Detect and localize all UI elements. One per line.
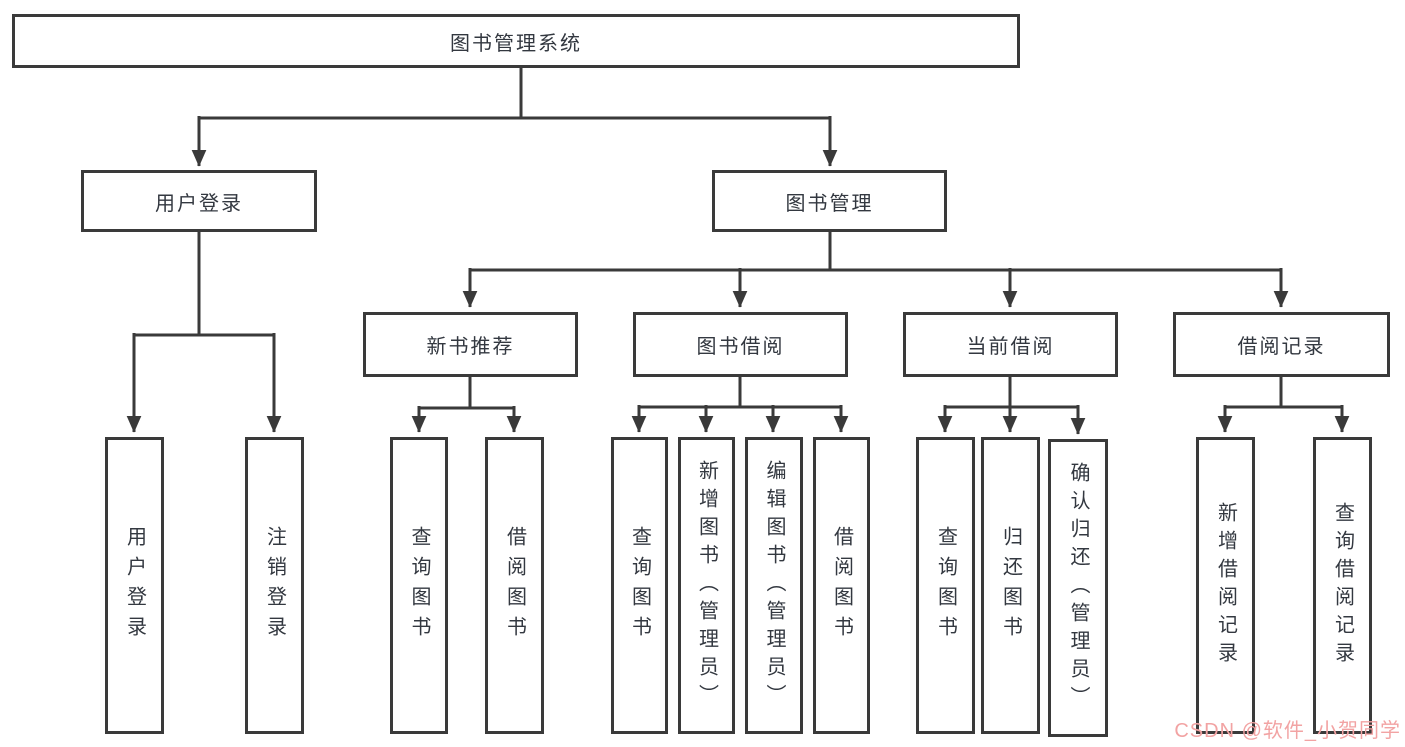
node-label: 图书管理系统 bbox=[450, 32, 582, 55]
node-label: 新增图书（管理员） bbox=[695, 459, 718, 712]
node-library-management-system: 图书管理系统 bbox=[12, 14, 1020, 68]
node-label: 归还图书 bbox=[999, 525, 1022, 646]
node-label: 新增借阅记录 bbox=[1214, 501, 1237, 670]
connector-root-to-level2 bbox=[191, 66, 838, 167]
leaf-add-book-admin: 新增图书（管理员） bbox=[678, 437, 735, 734]
node-book-management: 图书管理 bbox=[712, 170, 947, 232]
node-label: 用户登录 bbox=[155, 192, 243, 215]
node-label: 当前借阅 bbox=[966, 336, 1055, 358]
connector-borrow-records-children bbox=[1217, 376, 1350, 433]
leaf-query-borrow-record: 查询借阅记录 bbox=[1313, 437, 1372, 734]
node-label: 借阅图书 bbox=[830, 525, 853, 646]
node-label: 查询图书 bbox=[934, 525, 957, 646]
node-label: 注销登录 bbox=[263, 525, 286, 646]
leaf-user-login: 用户登录 bbox=[105, 437, 164, 734]
node-borrow-records: 借阅记录 bbox=[1173, 312, 1390, 377]
leaf-query-book-2: 查询图书 bbox=[611, 437, 668, 734]
leaf-return-book: 归还图书 bbox=[981, 437, 1040, 734]
node-label: 查询借阅记录 bbox=[1331, 501, 1354, 670]
connector-book-management-children bbox=[462, 231, 1289, 308]
leaf-query-book-3: 查询图书 bbox=[916, 437, 975, 734]
leaf-edit-book-admin: 编辑图书（管理员） bbox=[745, 437, 803, 734]
connector-book-borrow-children bbox=[631, 376, 849, 433]
node-label: 确认归还（管理员） bbox=[1067, 462, 1089, 714]
leaf-confirm-return-admin: 确认归还（管理员） bbox=[1048, 439, 1108, 737]
node-label: 查询图书 bbox=[628, 525, 651, 646]
node-book-borrow: 图书借阅 bbox=[633, 312, 848, 377]
node-label: 新书推荐 bbox=[426, 336, 515, 358]
leaf-add-borrow-record: 新增借阅记录 bbox=[1196, 437, 1255, 734]
node-current-borrow: 当前借阅 bbox=[903, 312, 1118, 377]
leaf-borrow-book-1: 借阅图书 bbox=[485, 437, 544, 734]
node-label: 图书借阅 bbox=[696, 336, 785, 358]
node-label: 借阅图书 bbox=[503, 525, 526, 646]
node-user-login: 用户登录 bbox=[81, 170, 317, 232]
node-label: 用户登录 bbox=[123, 525, 146, 646]
connector-current-borrow-children bbox=[937, 376, 1086, 435]
node-new-book-recommend: 新书推荐 bbox=[363, 312, 578, 377]
leaf-borrow-book-2: 借阅图书 bbox=[813, 437, 870, 734]
leaf-query-book-1: 查询图书 bbox=[390, 437, 448, 734]
csdn-watermark: CSDN @软件_小贺同学 bbox=[1174, 720, 1401, 742]
node-label: 图书管理 bbox=[785, 192, 874, 215]
node-label: 查询图书 bbox=[408, 525, 430, 646]
leaf-logout: 注销登录 bbox=[245, 437, 304, 734]
connector-user-login-children bbox=[126, 231, 282, 433]
connector-new-book-recommend-children bbox=[411, 376, 522, 433]
node-label: 编辑图书（管理员） bbox=[763, 459, 785, 712]
node-label: 借阅记录 bbox=[1237, 336, 1326, 358]
